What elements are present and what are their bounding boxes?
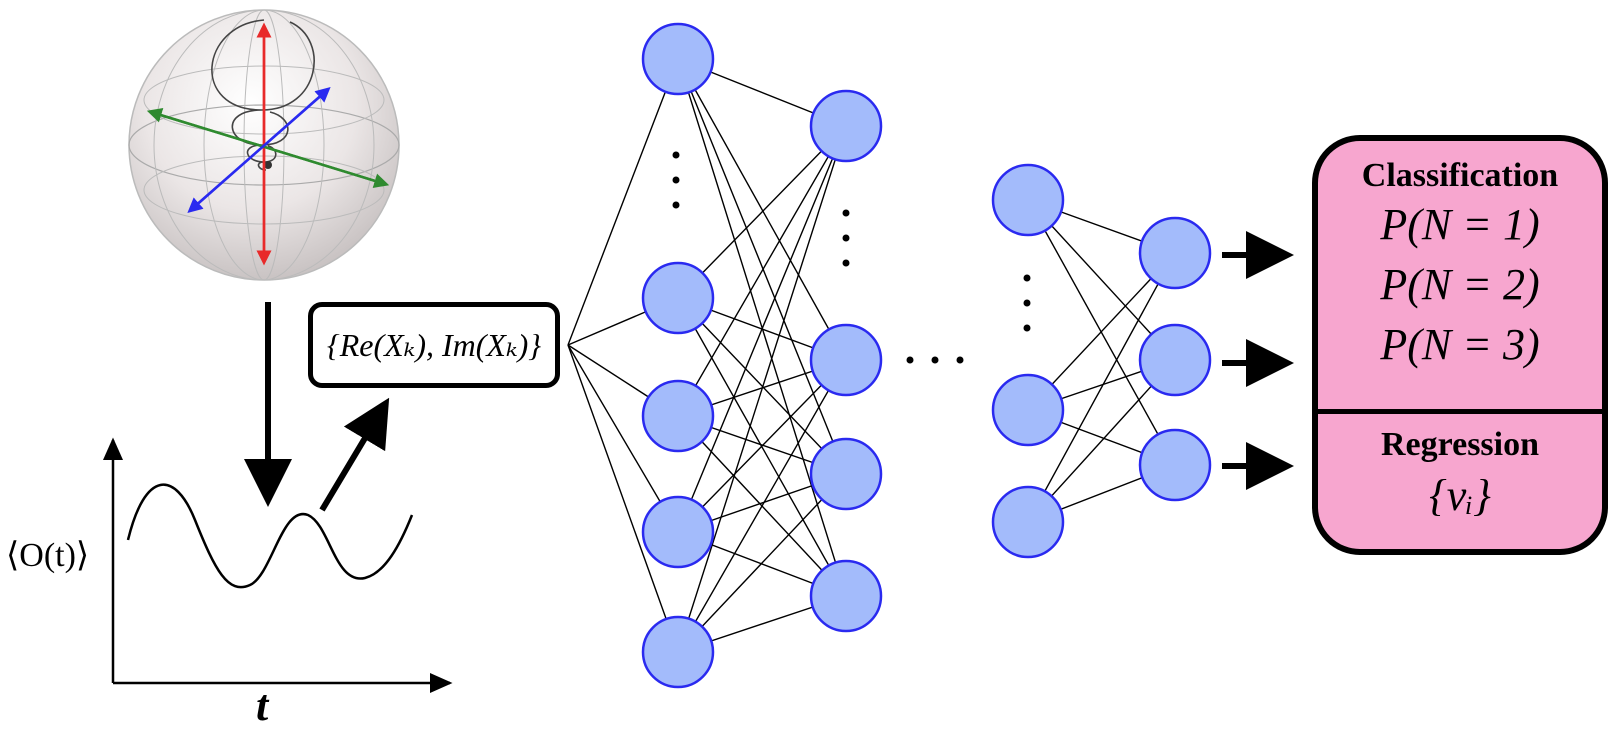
network-node-layer-4 bbox=[1138, 323, 1212, 397]
input-features-box: {Re(Xₖ), Im(Xₖ)} bbox=[308, 302, 560, 388]
input-features-text: {Re(Xₖ), Im(Xₖ)} bbox=[326, 327, 542, 363]
network-node-layer-2 bbox=[809, 559, 883, 633]
network-edge bbox=[677, 58, 847, 475]
bloch-sphere-icon bbox=[128, 9, 400, 281]
network-edge bbox=[677, 125, 847, 417]
network-node-layer-3 bbox=[991, 373, 1065, 447]
network-node-layer-3 bbox=[991, 163, 1065, 237]
regression-title: Regression bbox=[1380, 426, 1540, 463]
network-edge bbox=[677, 125, 847, 533]
network-node-layer-1 bbox=[641, 22, 715, 96]
network-node-layer-1 bbox=[641, 495, 715, 569]
network-node-layer-2 bbox=[809, 89, 883, 163]
signal-x-label: t bbox=[256, 681, 269, 730]
network-node-layer-4 bbox=[1138, 428, 1212, 502]
network-node-layer-1 bbox=[641, 261, 715, 335]
arrow-icon bbox=[319, 397, 390, 512]
network-edge bbox=[1027, 252, 1176, 523]
network-node-layer-2 bbox=[809, 437, 883, 511]
network-node-layer-1 bbox=[641, 379, 715, 453]
network-node-layer-1 bbox=[641, 615, 715, 689]
classification-item: P(N = 1) bbox=[1380, 200, 1540, 249]
classification-section: Classification P(N = 1) P(N = 2) P(N = 3… bbox=[1318, 141, 1602, 411]
classification-item: P(N = 3) bbox=[1380, 320, 1540, 369]
classification-item: P(N = 2) bbox=[1380, 260, 1540, 309]
network-nodes bbox=[641, 22, 1212, 689]
signal-y-label: ⟨O(t)⟩ bbox=[6, 537, 90, 574]
network-node-layer-4 bbox=[1138, 216, 1212, 290]
classification-title: Classification bbox=[1361, 157, 1559, 194]
signal-plot bbox=[103, 437, 453, 693]
network-edge bbox=[677, 125, 847, 653]
network-edge bbox=[567, 58, 679, 346]
regression-value: {νᵢ} bbox=[1429, 471, 1491, 520]
network-edge bbox=[677, 125, 847, 299]
network-edge bbox=[677, 58, 847, 361]
regression-section: Regression {νᵢ} bbox=[1318, 414, 1602, 549]
network-edge bbox=[1027, 359, 1176, 523]
network-edge bbox=[677, 359, 847, 533]
network-edge bbox=[567, 344, 679, 653]
network-edge bbox=[677, 297, 847, 475]
network-edge bbox=[677, 359, 847, 653]
output-box: Classification P(N = 1) P(N = 2) P(N = 3… bbox=[1312, 135, 1608, 555]
network-node-layer-2 bbox=[809, 323, 883, 397]
network-edge bbox=[677, 473, 847, 653]
network-node-layer-3 bbox=[991, 485, 1065, 559]
output-divider bbox=[1318, 409, 1602, 414]
ellipsis-dots bbox=[672, 151, 1031, 364]
